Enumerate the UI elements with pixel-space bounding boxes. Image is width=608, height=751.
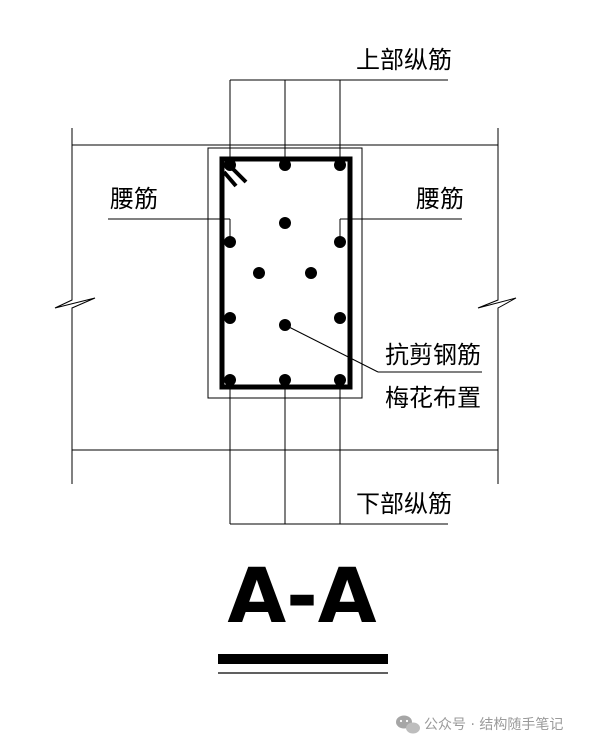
rebars (224, 159, 346, 386)
waist-bar (334, 312, 346, 324)
shear-bar (305, 267, 317, 279)
bottom-bar (224, 374, 236, 386)
wechat-icon (396, 715, 420, 734)
top-bar (279, 159, 291, 171)
label-shear-line2: 梅花布置 (385, 384, 481, 412)
waist-bar (334, 236, 346, 248)
shear-bar (279, 217, 291, 229)
bottom-bar (279, 374, 291, 386)
concrete-section (207, 147, 363, 399)
waist-bar (224, 236, 236, 248)
label-bottom-longitudinal: 下部纵筋 (356, 490, 452, 518)
shear-bar (253, 267, 265, 279)
longitudinal-leaders (229, 79, 448, 525)
title-underline-thick (218, 654, 388, 664)
top-bar (334, 159, 346, 171)
bottom-bar (334, 374, 346, 386)
stirrup (219, 156, 353, 390)
shear-bar (279, 319, 291, 331)
watermark-text: 公众号 · 结构随手笔记 (424, 717, 563, 733)
label-waist-left: 腰筋 (110, 185, 158, 213)
label-waist-right: 腰筋 (416, 185, 464, 213)
label-shear-line1: 抗剪钢筋 (385, 341, 481, 369)
waist-bar (224, 312, 236, 324)
section-title: A-A (227, 551, 376, 640)
top-bar (224, 159, 236, 171)
label-top-longitudinal: 上部纵筋 (356, 46, 452, 74)
